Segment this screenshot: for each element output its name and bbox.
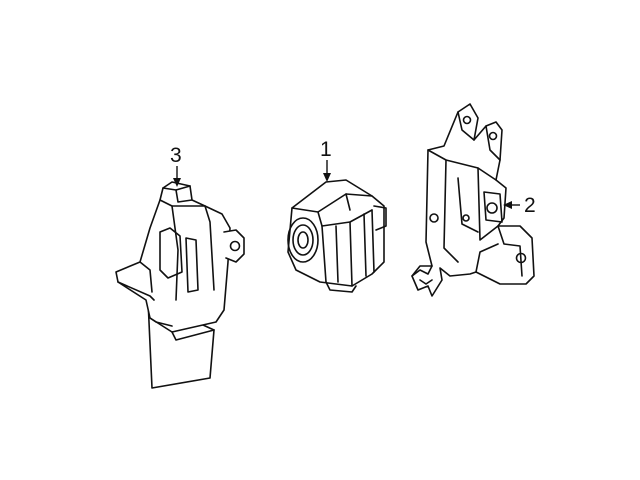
callout-2: 2	[503, 194, 536, 217]
part-3-bracket-shroud	[115, 181, 245, 389]
callout-2-arrowhead	[503, 201, 512, 209]
callout-3-label: 3	[170, 144, 182, 167]
callout-1-arrowhead	[323, 173, 331, 182]
callout-1: 1	[320, 138, 332, 182]
part-1-camera-module	[287, 179, 387, 293]
callout-2-label: 2	[524, 194, 536, 217]
callout-1-label: 1	[320, 138, 332, 161]
callout-3-arrowhead	[173, 178, 181, 187]
part-2-mounting-bracket	[411, 103, 535, 297]
callout-3: 3	[170, 144, 182, 187]
